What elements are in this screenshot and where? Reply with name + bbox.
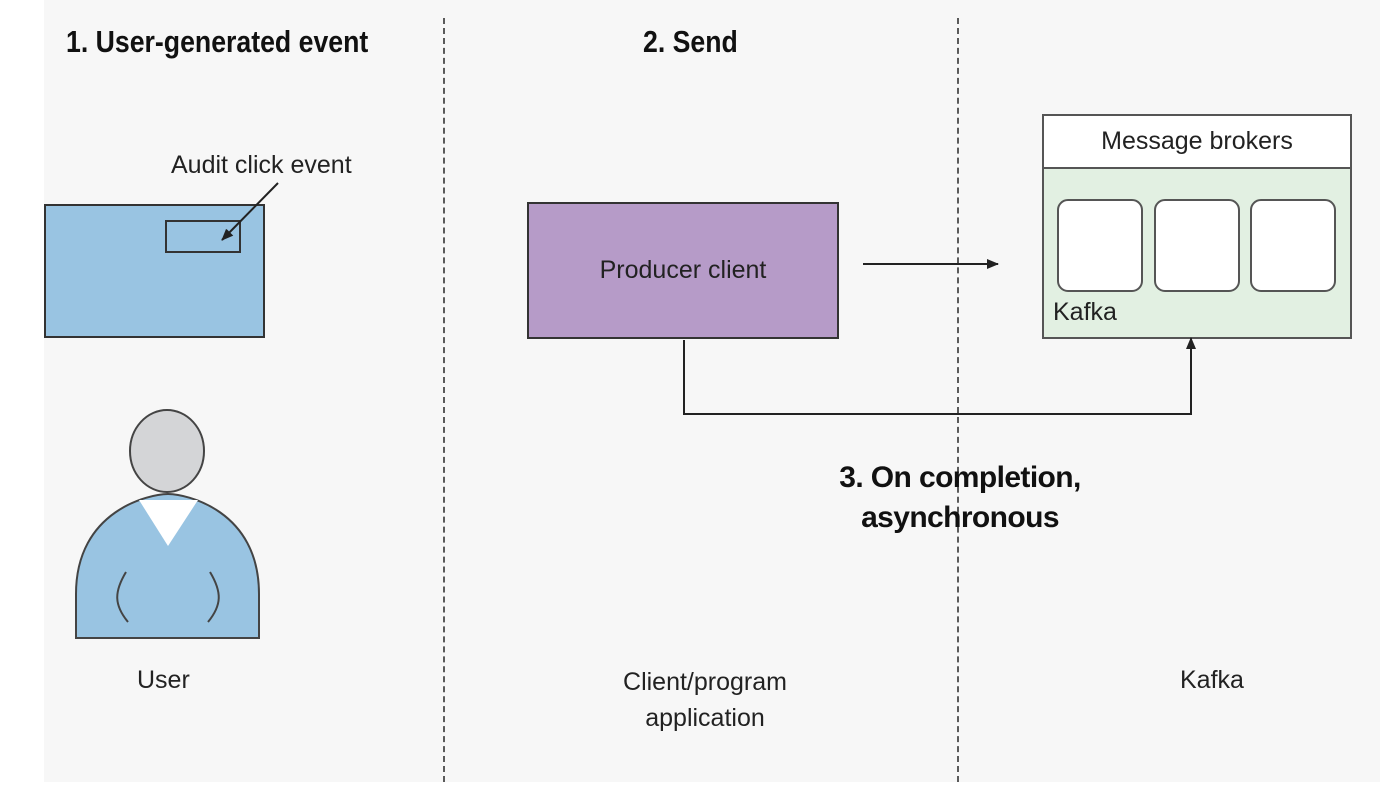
column-divider-2 xyxy=(957,18,959,782)
message-brokers-title: Message brokers xyxy=(1101,127,1293,155)
user-column-label: User xyxy=(137,666,190,694)
client-column-label: Client/program application xyxy=(623,668,787,732)
user-screen xyxy=(44,204,265,338)
column-divider-1 xyxy=(443,18,445,782)
user-arm-right xyxy=(207,571,220,623)
audit-click-target xyxy=(165,220,241,253)
producer-client-label: Producer client xyxy=(599,256,767,284)
kafka-cluster-label: Kafka xyxy=(1053,298,1117,326)
user-arm-left xyxy=(116,571,129,623)
audit-callout-arrow xyxy=(221,182,279,241)
step-2-heading: 2. Send xyxy=(643,24,738,59)
completion-callback-arrow xyxy=(683,337,1196,415)
broker-node-1 xyxy=(1057,199,1143,292)
step-3-heading: 3. On completion, asynchronous xyxy=(839,461,1081,534)
audit-click-event-label: Audit click event xyxy=(171,151,352,179)
broker-node-2 xyxy=(1154,199,1240,292)
user-body xyxy=(75,492,260,639)
step-1-heading: 1. User-generated event xyxy=(66,24,369,59)
user-collar xyxy=(139,500,198,546)
message-brokers-header: Message brokers xyxy=(1042,114,1352,169)
user-head xyxy=(129,409,205,493)
broker-node-3 xyxy=(1250,199,1336,292)
producer-client-box: Producer client xyxy=(527,202,839,339)
kafka-column-label: Kafka xyxy=(1180,666,1244,694)
